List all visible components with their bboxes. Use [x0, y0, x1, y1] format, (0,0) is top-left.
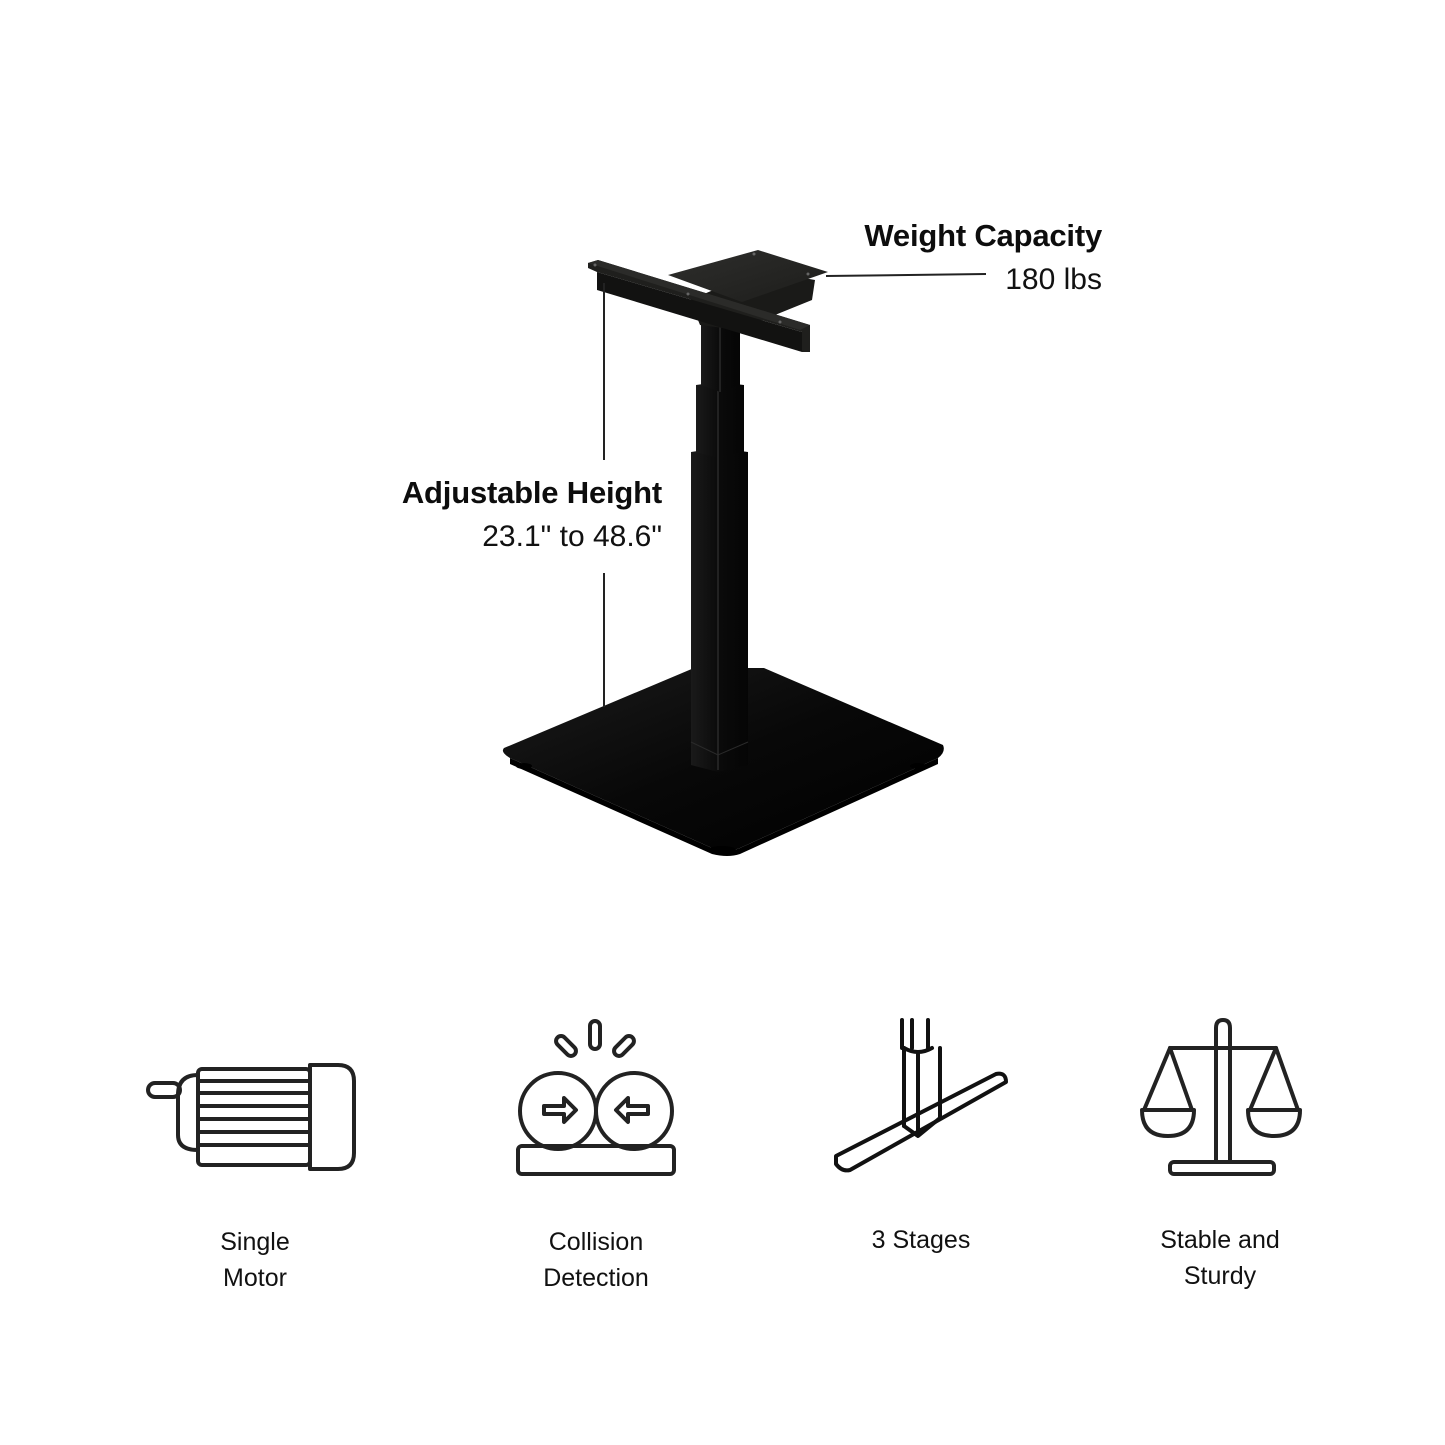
motor-icon [146, 1063, 356, 1171]
adjustable-height-value: 23.1" to 48.6" [482, 520, 662, 553]
adjustable-height-title: Adjustable Height [401, 475, 662, 510]
scale-icon [1140, 1018, 1302, 1176]
weight-capacity-value: 180 lbs [1005, 263, 1102, 296]
weight-leader-line [825, 273, 987, 277]
feature-label-stable-sturdy: Stable and Sturdy [1160, 1226, 1280, 1290]
weight-capacity-title: Weight Capacity [864, 218, 1102, 253]
feature-label-single-motor: Single Motor [220, 1228, 290, 1292]
stages-icon [834, 1018, 1008, 1173]
feature-label-3-stages: 3 Stages [871, 1226, 971, 1254]
feature-label-collision-detection: Collision Detection [543, 1228, 649, 1292]
desk-base-image [502, 250, 987, 856]
collision-icon [516, 1019, 676, 1176]
